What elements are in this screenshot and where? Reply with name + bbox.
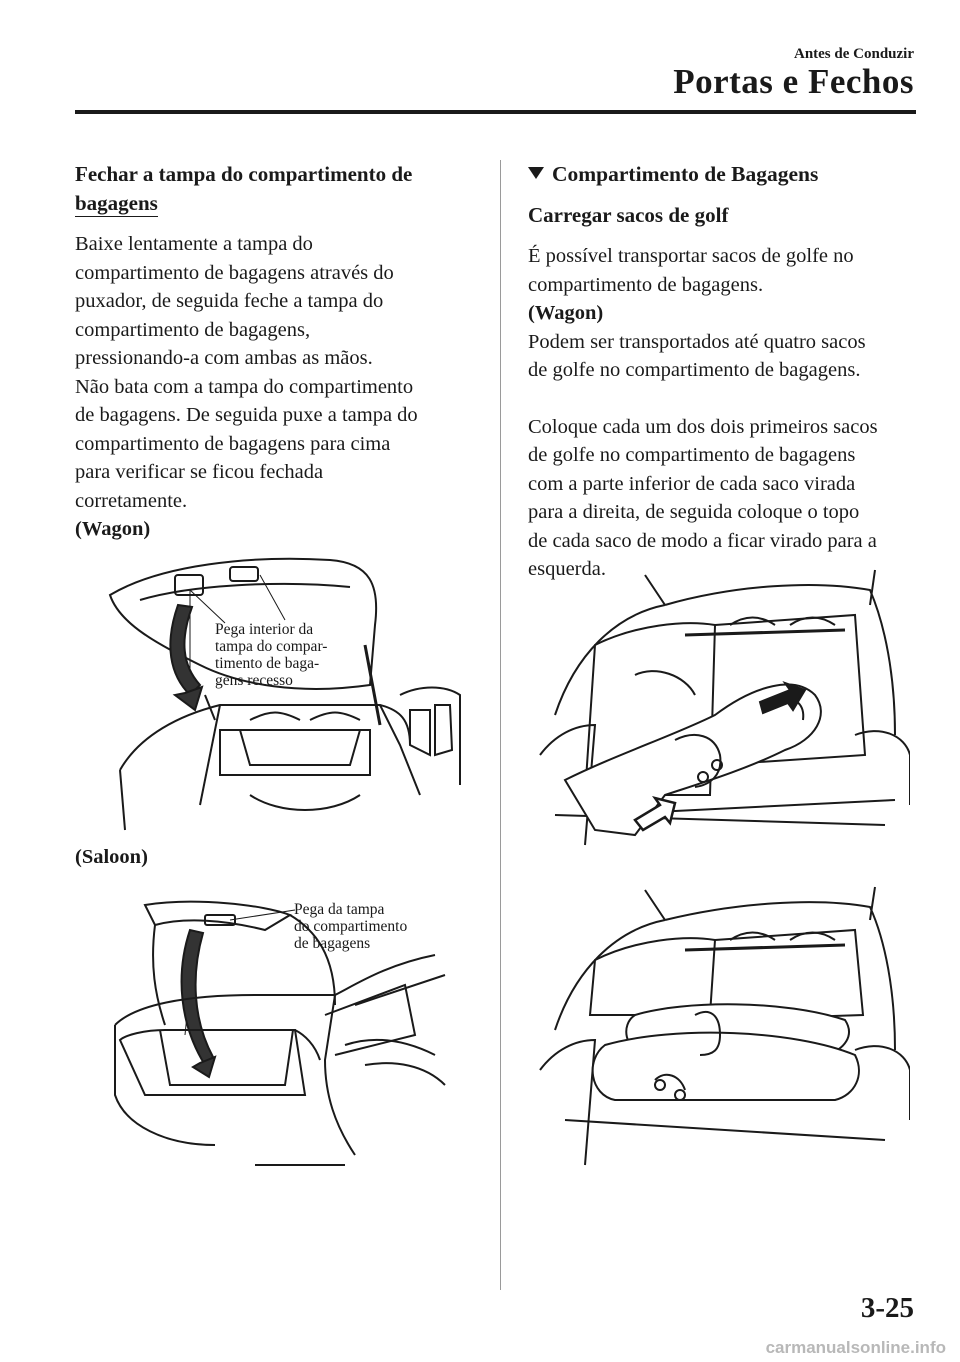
text-line: Coloque cada um dos dois primeiros sacos: [528, 415, 878, 438]
triangle-bullet-icon: [528, 167, 544, 179]
luggage-compartment-title: Compartimento de Bagagens: [528, 160, 918, 189]
watermark: carmanualsonline.info: [765, 1338, 946, 1357]
saloon-label: (Saloon): [75, 846, 148, 868]
close-lid-paragraph: Baixe lentamente a tampa do compartiment…: [75, 230, 475, 515]
right-column: Compartimento de Bagagens Carregar sacos…: [528, 160, 918, 584]
saloon-callout: Pega da tampa do compartimento de bagage…: [294, 901, 407, 952]
callout-line: Pega da tampa: [294, 901, 385, 918]
text-line: Podem ser transportados até quatro sacos: [528, 330, 866, 353]
text-line: Não bata com a tampa do compartimento: [75, 375, 414, 398]
text-line: É possível transportar sacos de golfe no: [528, 245, 854, 267]
wagon-label-right: (Wagon): [528, 302, 604, 324]
text-line: de bagagens. De seguida puxe a tampa do: [75, 404, 418, 426]
header-rule: [75, 110, 916, 114]
golf-para-1: É possível transportar sacos de golfe no…: [528, 242, 918, 299]
text-line: compartimento de bagagens para cima: [75, 432, 391, 455]
callout-line: do compartimento: [294, 918, 408, 935]
wagon-tailgate-illustration: [100, 545, 470, 835]
wagon-callout: Pega interior da tampa do compar- timent…: [215, 621, 327, 689]
text-line: para verificar se ficou fechada: [75, 461, 324, 483]
golf-bags-subtitle: Carregar sacos de golf: [528, 203, 729, 227]
column-divider: [500, 160, 501, 1290]
saloon-trunk-illustration: [105, 895, 450, 1180]
left-column: Fechar a tampa do compartimento de bagag…: [75, 160, 475, 544]
header-subtitle: Antes de Conduzir: [793, 46, 914, 62]
text-line: esquerda.: [528, 558, 606, 580]
text-line: puxador, de seguida feche a tampa do: [75, 290, 384, 312]
page-number: 3-25: [860, 1292, 914, 1324]
callout-line: Pega interior da: [215, 621, 314, 638]
text-line: compartimento de bagagens.: [528, 273, 764, 296]
text-line: corretamente.: [75, 489, 188, 512]
header-title: Portas e Fechos: [673, 62, 914, 101]
golf-para-3: Coloque cada um dos dois primeiros sacos…: [528, 413, 918, 584]
callout-line: tampa do compar-: [215, 638, 328, 655]
text-line: com a parte inferior de cada saco virada: [528, 472, 856, 495]
text-line: de cada saco de modo a ficar virado para…: [528, 529, 877, 552]
wagon-label-left: (Wagon): [75, 518, 151, 540]
golf-para-2: Podem ser transportados até quatro sacos…: [528, 328, 918, 385]
close-lid-title: Fechar a tampa do compartimento de bagag…: [75, 160, 475, 218]
text-line: Baixe lentamente a tampa do: [75, 233, 313, 255]
text-line: compartimento de bagagens,: [75, 318, 311, 341]
luggage-compartment-title-text: Compartimento de Bagagens: [552, 162, 819, 186]
text-line: compartimento de bagagens através do: [75, 261, 394, 284]
text-line: de golfe no compartimento de bagagens.: [528, 359, 861, 381]
golf-bags-loading-illustration: [535, 565, 910, 855]
callout-line: gens recesso: [215, 672, 293, 689]
text-line: para a direita, de seguida coloque o top…: [528, 501, 860, 523]
close-lid-title-line2: bagagens: [75, 191, 158, 217]
close-lid-title-line1: Fechar a tampa do compartimento de: [75, 162, 413, 186]
text-line: de golfe no compartimento de bagagens: [528, 444, 856, 466]
golf-bags-loaded-illustration: [535, 885, 910, 1170]
callout-line: timento de baga-: [215, 655, 320, 672]
callout-line: de bagagens: [294, 935, 371, 952]
text-line: pressionando-a com ambas as mãos.: [75, 347, 373, 369]
